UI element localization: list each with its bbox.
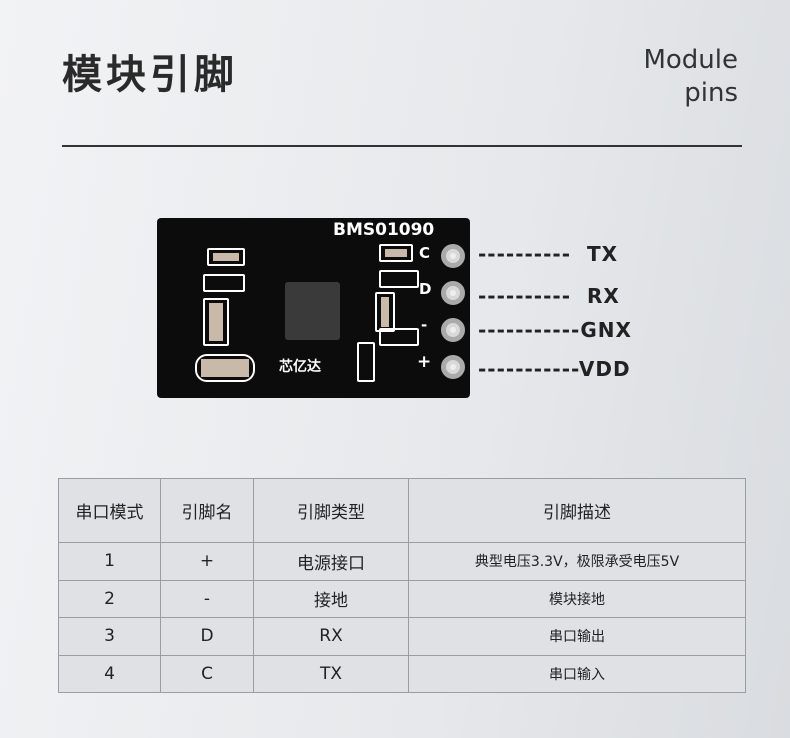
pin-mark: +: [417, 352, 432, 372]
pin-pad: [441, 318, 465, 342]
component: [203, 274, 245, 292]
pin-mark: -: [421, 316, 428, 334]
pin-pad: [441, 355, 465, 379]
cell: D: [160, 617, 254, 656]
cell: 1: [58, 542, 161, 581]
cell: 4: [58, 654, 161, 693]
component: [379, 270, 419, 288]
cell: 电源接口: [253, 542, 409, 581]
subtitle-line: Module: [643, 45, 738, 75]
cell: RX: [253, 617, 409, 656]
board-brand: 芯亿达: [279, 359, 321, 375]
component: [375, 292, 395, 332]
component: [195, 354, 255, 382]
cell: 串口输出: [408, 617, 746, 656]
cell: TX: [253, 654, 409, 693]
table-row: 1+电源接口典型电压3.3V，极限承受电压5V: [58, 542, 746, 581]
module-board-image: BMS01090 芯亿达 C D - +: [157, 218, 470, 398]
header-cell: 串口模式: [58, 478, 161, 543]
cell: +: [160, 542, 254, 581]
cell: 3: [58, 617, 161, 656]
pin-pad: [441, 244, 465, 268]
component: [207, 248, 245, 266]
ic-chip: [285, 282, 340, 340]
cell: C: [160, 654, 254, 693]
cell: -: [160, 579, 254, 618]
cell: 串口输入: [408, 654, 746, 693]
component: [203, 298, 229, 346]
board-model: BMS01090: [333, 220, 435, 240]
pin-table: 串口模式 引脚名 引脚类型 引脚描述 1+电源接口典型电压3.3V，极限承受电压…: [58, 478, 746, 693]
pin-label-tx: ---------- TX: [478, 242, 618, 266]
pin-mark: C: [419, 244, 431, 262]
pin-mark: D: [419, 280, 432, 298]
table-row: 2-接地模块接地: [58, 579, 746, 618]
pin-pad: [441, 281, 465, 305]
divider: [62, 145, 742, 147]
header-cell: 引脚类型: [253, 478, 409, 543]
cell: 接地: [253, 579, 409, 618]
table-header-row: 串口模式 引脚名 引脚类型 引脚描述: [58, 478, 746, 543]
header-cell: 引脚名: [160, 478, 254, 543]
pin-label-gnx: -----------GNX: [478, 318, 632, 342]
page-title: 模块引脚: [62, 52, 238, 98]
subtitle-line: pins: [684, 78, 738, 108]
header-cell: 引脚描述: [408, 478, 746, 543]
component: [379, 328, 419, 346]
cell: 模块接地: [408, 579, 746, 618]
pin-label-vdd: -----------VDD: [478, 357, 631, 381]
pin-label-rx: ---------- RX: [478, 284, 620, 308]
component: [379, 244, 413, 262]
component: [357, 342, 375, 382]
cell: 2: [58, 579, 161, 618]
cell: 典型电压3.3V，极限承受电压5V: [408, 542, 746, 581]
